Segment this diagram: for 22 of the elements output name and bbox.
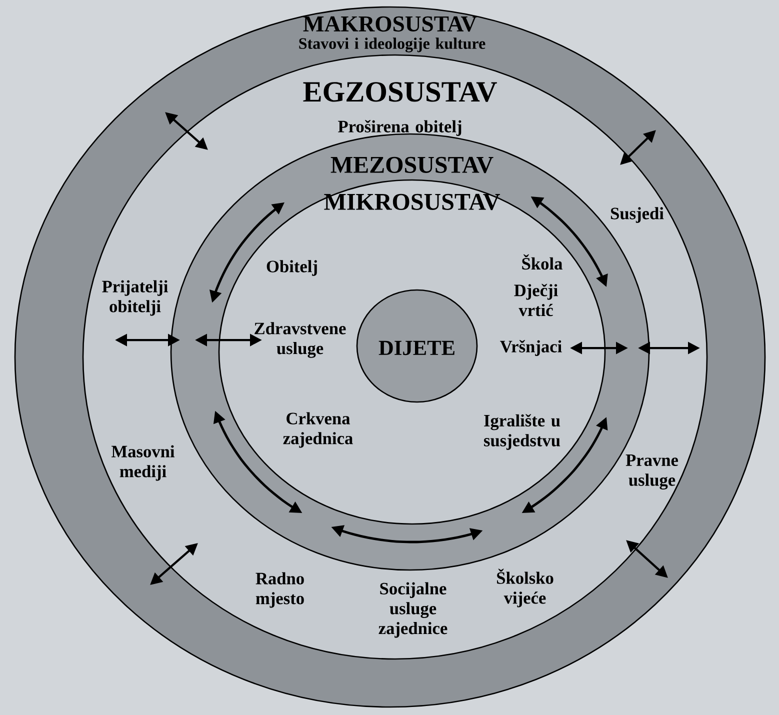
setting-label: Prijatelji obitelji (102, 280, 168, 316)
system-title: MEZOSUSTAV (330, 156, 494, 174)
setting-label: Masovni mediji (112, 445, 175, 481)
setting-label: Školsko vijeće (497, 568, 554, 608)
setting-label: Zdravstvene usluge (254, 322, 346, 358)
setting-label: Vršnjaci (500, 340, 562, 356)
setting-label: Igralište u susjedstvu (484, 414, 560, 450)
setting-label: Radno mjesto (256, 572, 304, 608)
system-title: EGZOSUSTAV (303, 82, 497, 102)
setting-label: Obitelj (266, 260, 317, 276)
child-circle (356, 289, 478, 403)
setting-label: Škola (522, 254, 562, 270)
setting-label: Pravne usluge (626, 454, 678, 490)
system-title: MIKROSUSTAV (324, 194, 500, 210)
setting-label: Susjedi (610, 207, 664, 223)
system-title: MAKROSUSTAV (303, 16, 477, 32)
setting-label: Dječji vrtić (514, 284, 558, 316)
system-subtitle: Stavovi i ideologije kulture (299, 38, 486, 52)
setting-label: Crkvena zajednica (283, 412, 353, 448)
system-title: DIJETE (378, 340, 454, 356)
setting-label: Proširena obitelj (338, 120, 462, 136)
setting-label: Socijalne usluge zajednice (378, 582, 448, 638)
